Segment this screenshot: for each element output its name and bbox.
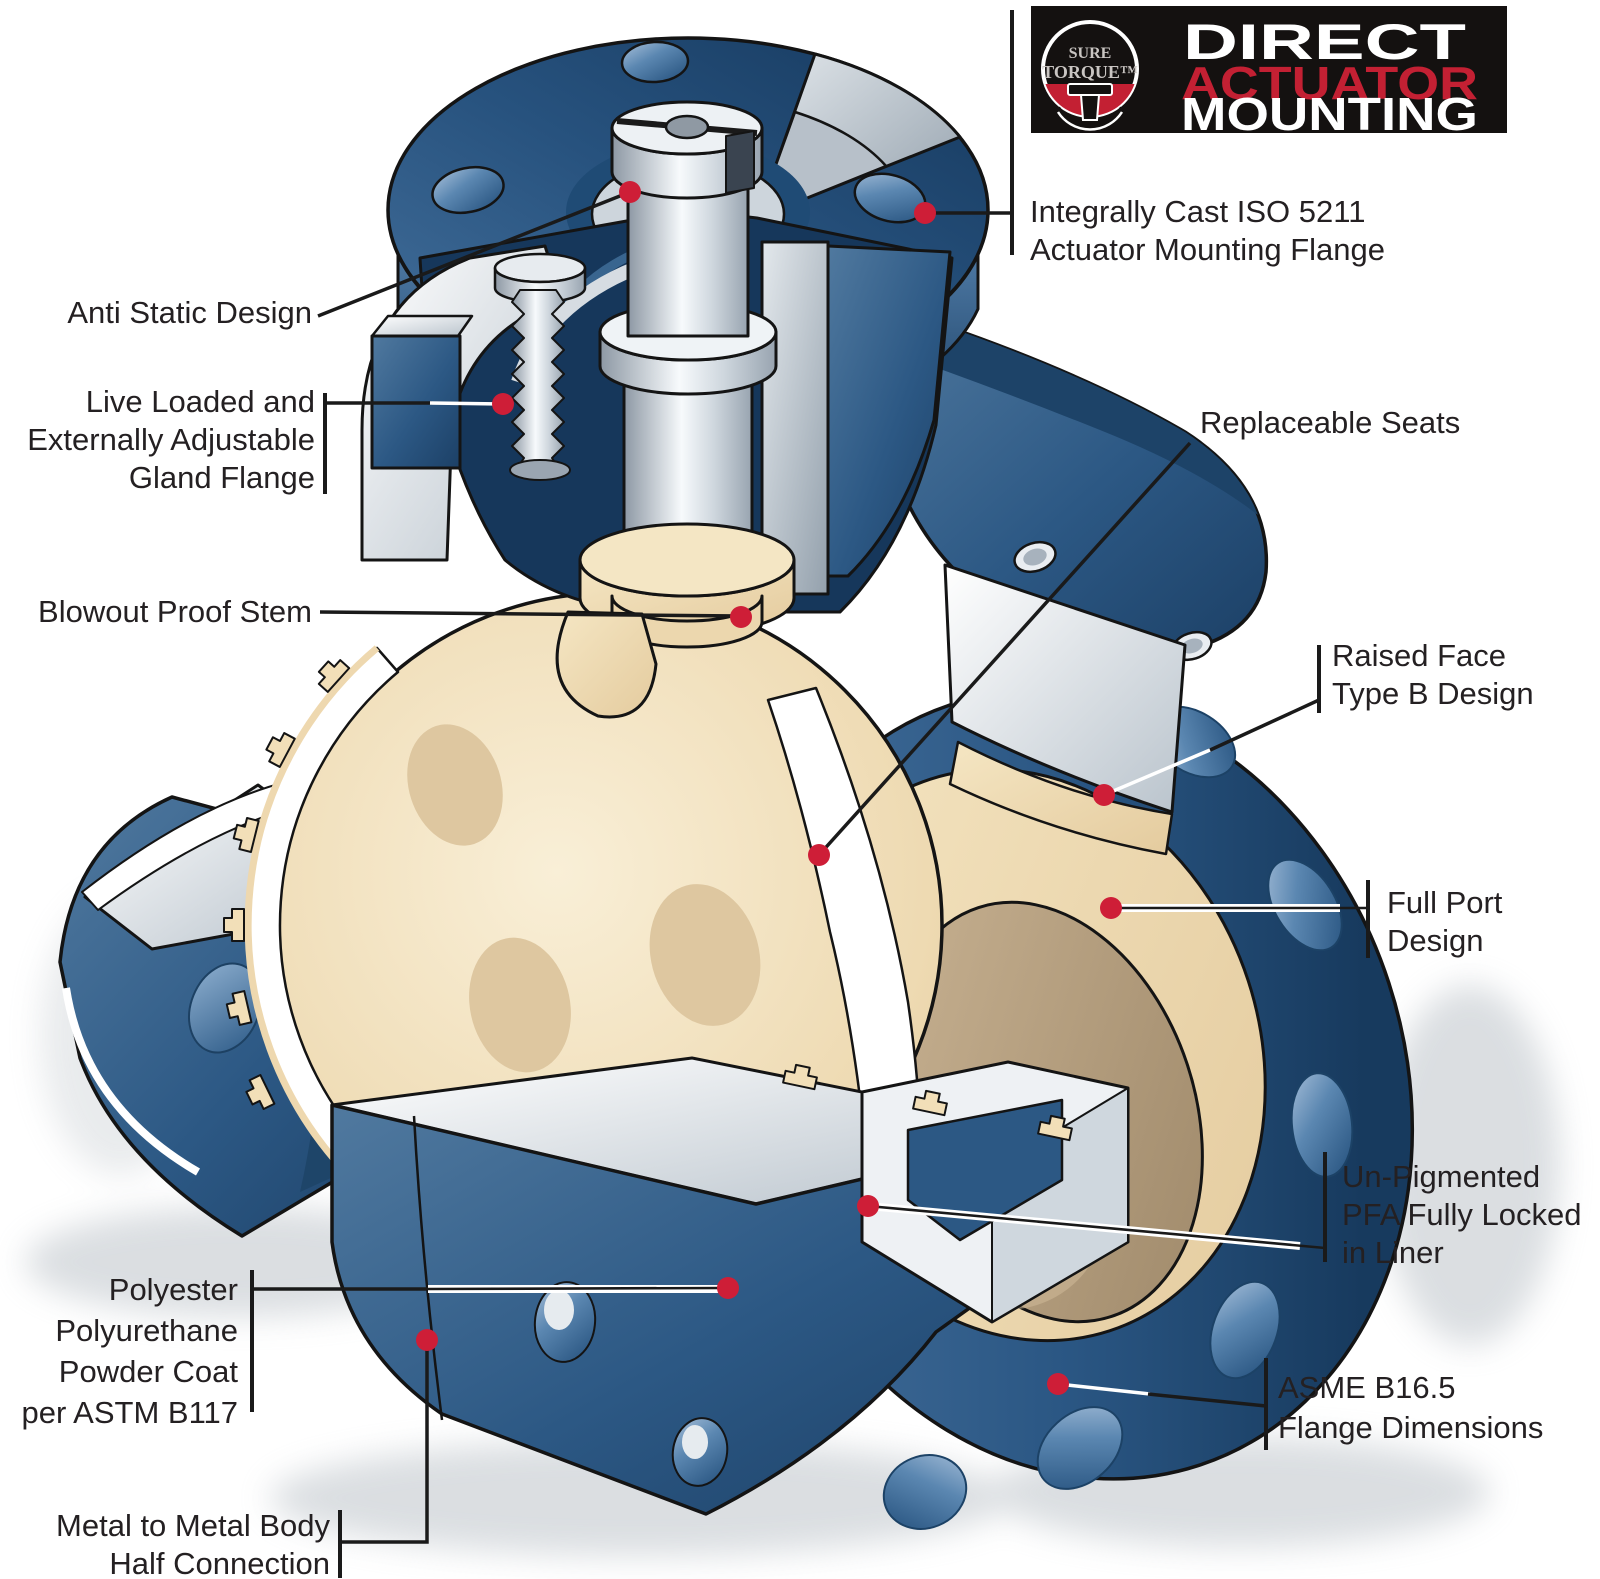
callout-dots <box>416 181 1122 1395</box>
callout-text: Powder Coat <box>59 1354 239 1389</box>
callout-text: Live Loaded and <box>86 384 315 419</box>
callout-text: PFA Fully Locked <box>1342 1197 1582 1232</box>
callout-text: Design <box>1387 923 1484 958</box>
actuator-bolt-holes <box>431 40 927 224</box>
bracket-bolt-hole <box>1013 540 1057 574</box>
callout-raised-face: Raised Face Type B Design <box>1332 638 1534 711</box>
stem-keyway <box>725 130 755 194</box>
callout-text: Full Port <box>1387 885 1503 920</box>
callout-text: Externally Adjustable <box>27 422 315 457</box>
logo-line-1: DIRECT <box>1183 14 1466 70</box>
callout-text: Flange Dimensions <box>1278 1410 1543 1445</box>
callout-text: ASME B16.5 <box>1278 1370 1455 1405</box>
callout-text: Blowout Proof Stem <box>38 594 312 629</box>
stem-trunnion <box>555 610 658 719</box>
callout-text: Metal to Metal Body <box>56 1508 330 1543</box>
dot-full-port <box>1100 897 1122 919</box>
callout-text: Anti Static Design <box>67 295 312 330</box>
callout-unpigmented-pfa: Un-Pigmented PFA Fully Locked in Liner <box>1342 1159 1582 1270</box>
callout-text: Integrally Cast ISO 5211 <box>1030 194 1365 229</box>
callout-text: Un-Pigmented <box>1342 1159 1540 1194</box>
dot-anti-static <box>619 181 641 203</box>
valve-stem-icon <box>1067 83 1113 121</box>
dot-metal-body <box>416 1329 438 1351</box>
gland-stud-thread <box>511 289 565 471</box>
callout-live-loaded-gland: Live Loaded and Externally Adjustable Gl… <box>27 384 315 495</box>
callout-text: Half Connection <box>109 1546 330 1579</box>
callout-full-port: Full Port Design <box>1387 885 1503 958</box>
callout-anti-static: Anti Static Design <box>67 295 312 330</box>
flange-hub-cut-face <box>943 563 1187 814</box>
badge-text: SURE <box>1069 45 1112 62</box>
callout-text: Raised Face <box>1332 638 1506 673</box>
callout-iso-5211: Integrally Cast ISO 5211 Actuator Mounti… <box>1030 194 1385 267</box>
callout-text: Polyurethane <box>55 1313 238 1348</box>
callout-replaceable-seats: Replaceable Seats <box>1200 405 1460 440</box>
dot-iso5211 <box>914 202 936 224</box>
direct-actuator-mounting-logo: SURE TORQUE™ DIRECT ACTUATOR MOUNTING <box>1031 6 1507 140</box>
dot-unpigmented <box>857 1195 879 1217</box>
callout-text: per ASTM B117 <box>21 1395 238 1430</box>
callout-text: Replaceable Seats <box>1200 405 1460 440</box>
logo-line-2: ACTUATOR <box>1181 57 1478 109</box>
callout-asme-flange: ASME B16.5 Flange Dimensions <box>1278 1370 1543 1445</box>
bolt-hole <box>188 962 262 1054</box>
badge-text: TORQUE™ <box>1042 62 1138 82</box>
callout-text: in Liner <box>1342 1235 1444 1270</box>
drop-shadows <box>25 895 1560 1556</box>
logo-line-3: MOUNTING <box>1181 88 1478 140</box>
ball-dimples <box>407 724 761 1073</box>
anti-static-pin <box>664 114 710 140</box>
dot-live-loaded <box>492 393 514 415</box>
dot-blowout-stem <box>730 606 752 628</box>
dot-replaceable-seats <box>808 844 830 866</box>
dot-raised-face <box>1093 784 1115 806</box>
callout-text: Polyester <box>109 1272 238 1307</box>
callout-metal-to-metal: Metal to Metal Body Half Connection <box>56 1508 330 1579</box>
callout-text: Actuator Mounting Flange <box>1030 232 1385 267</box>
raised-face-lip <box>948 740 1174 856</box>
dot-asme <box>1047 1373 1069 1395</box>
body-mounting-pad <box>870 300 1269 662</box>
callout-powder-coat: Polyester Polyurethane Powder Coat per A… <box>21 1272 238 1430</box>
callout-blowout-proof-stem: Blowout Proof Stem <box>38 594 312 629</box>
sure-torque-badge: SURE TORQUE™ <box>1041 20 1139 133</box>
bolt-hole <box>533 1281 597 1363</box>
callout-text: Gland Flange <box>129 460 315 495</box>
callout-text: Type B Design <box>1332 676 1534 711</box>
bolt-hole <box>671 1417 729 1487</box>
dot-powder-coat <box>717 1277 739 1299</box>
leader-lines <box>250 10 1370 1578</box>
